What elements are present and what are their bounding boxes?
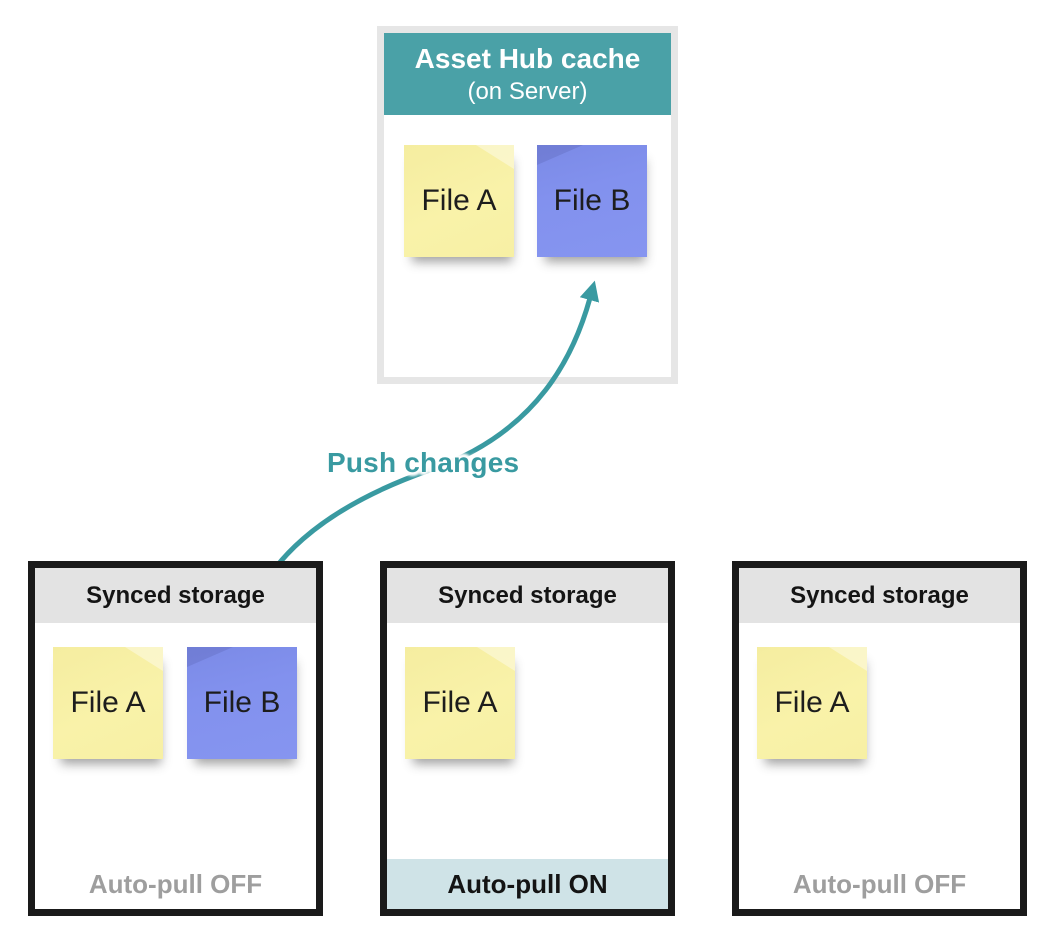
autopull-status-label: Auto-pull ON [447,868,608,899]
file-note-label: File B [553,184,631,217]
autopull-status: Auto-pull OFF [739,859,1020,909]
file-note-label: File B [203,686,281,719]
client-box-title: Synced storage [86,581,265,609]
server-box-subtitle: (on Server) [467,78,588,105]
client-box-title: Synced storage [790,581,969,609]
file-note-label: File A [421,184,497,217]
server-file-note-a: File A [404,145,514,257]
server-file-note-b: File B [537,145,647,257]
client-box-title: Synced storage [438,581,617,609]
client-box-body: File A File B [35,623,316,859]
autopull-status-label: Auto-pull OFF [792,868,967,899]
file-note-label: File A [774,686,850,719]
client1-file-note-b: File B [187,647,297,759]
client-box-header: Synced storage [387,568,668,623]
client-box-body: File A [739,623,1020,859]
autopull-status: Auto-pull OFF [35,859,316,909]
file-note-label: File A [422,686,498,719]
client-box-2: Synced storage File A Auto-pull ON [380,561,675,916]
file-note-label: File A [70,686,146,719]
client-box-header: Synced storage [35,568,316,623]
client-box-3: Synced storage File A Auto-pull OFF [732,561,1027,916]
server-box-header: Asset Hub cache (on Server) [384,33,671,115]
client-box-1: Synced storage File A File B Auto-pull O… [28,561,323,916]
server-box-title: Asset Hub cache [414,43,641,74]
autopull-status-label: Auto-pull OFF [88,868,263,899]
client1-file-note-a: File A [53,647,163,759]
client-box-header: Synced storage [739,568,1020,623]
push-changes-label: Push changes [327,447,520,478]
server-box-body: File A File B [384,115,671,377]
client-box-body: File A [387,623,668,859]
client3-file-note-a: File A [757,647,867,759]
client2-file-note-a: File A [405,647,515,759]
autopull-status: Auto-pull ON [387,859,668,909]
server-box: Asset Hub cache (on Server) File A File … [377,26,678,384]
